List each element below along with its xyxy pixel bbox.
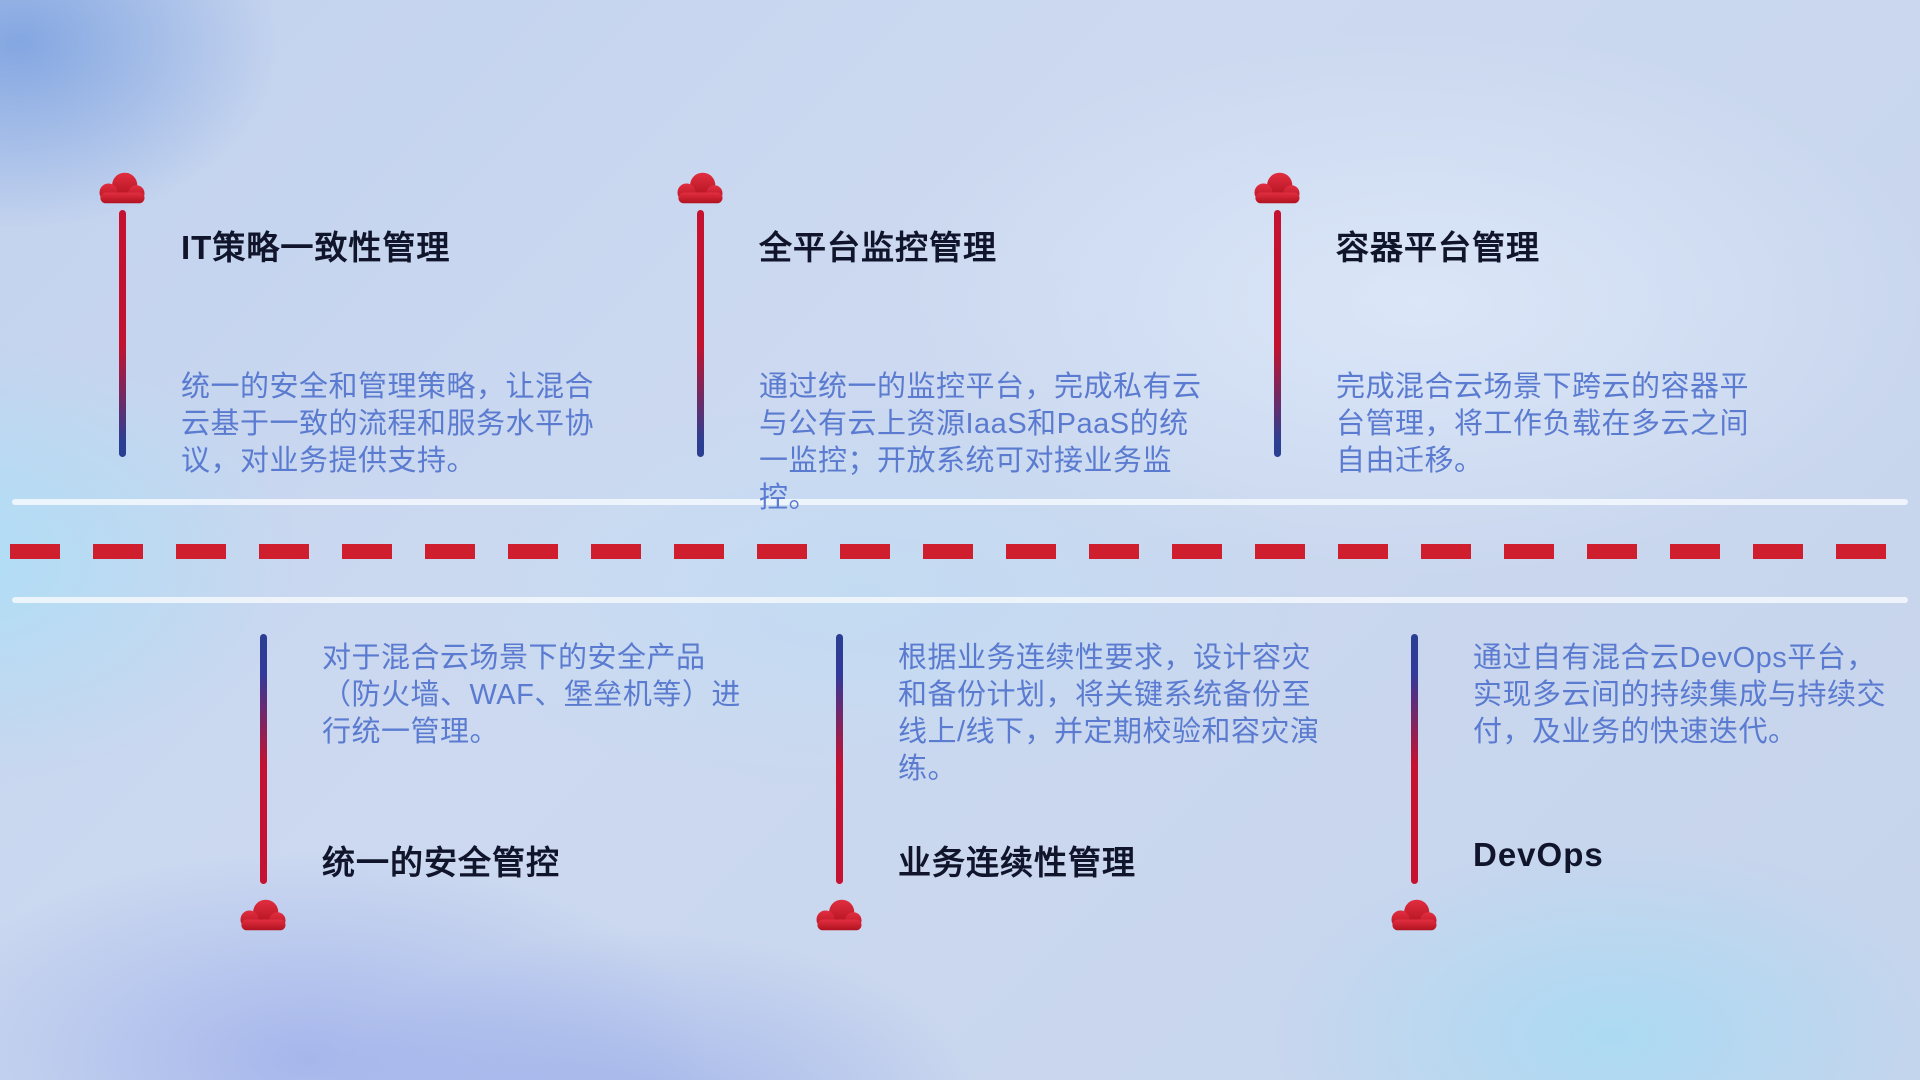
timeline-item-container-platform: 容器平台管理 完成混合云场景下跨云的容器平台管理，将工作负载在多云之间自由迁移。 bbox=[1250, 169, 1766, 480]
timeline-connector-line bbox=[696, 210, 704, 457]
item-content: 根据业务连续性要求，设计容灾和备份计划，将关键系统备份至线上/线下，并定期校验和… bbox=[898, 634, 1333, 934]
item-content: 对于混合云场景下的安全产品（防火墙、WAF、堡垒机等）进行统一管理。 统一的安全… bbox=[322, 634, 767, 934]
timeline-item-it-policy: IT策略一致性管理 统一的安全和管理策略，让混合云基于一致的流程和服务水平协议，… bbox=[95, 169, 611, 480]
item-title: DevOps bbox=[1473, 836, 1604, 873]
item-content: 容器平台管理 完成混合云场景下跨云的容器平台管理，将工作负载在多云之间自由迁移。 bbox=[1336, 169, 1766, 480]
item-title: 业务连续性管理 bbox=[898, 844, 1136, 881]
item-content: 全平台监控管理 通过统一的监控平台，完成私有云与公有云上资源IaaS和PaaS的… bbox=[759, 169, 1224, 517]
item-description: 通过统一的监控平台，完成私有云与公有云上资源IaaS和PaaS的统一监控；开放系… bbox=[759, 371, 1202, 515]
item-title: 容器平台管理 bbox=[1336, 229, 1540, 266]
timeline-dashed-line bbox=[10, 544, 1910, 559]
timeline-connector-line bbox=[1410, 634, 1418, 884]
cloud-icon bbox=[677, 172, 723, 204]
timeline-marker bbox=[673, 169, 727, 517]
item-content: 通过自有混合云DevOps平台，实现多云间的持续集成与持续交付，及业务的快速迭代… bbox=[1473, 634, 1908, 934]
item-content: IT策略一致性管理 统一的安全和管理策略，让混合云基于一致的流程和服务水平协议，… bbox=[181, 169, 611, 480]
item-title: 统一的安全管控 bbox=[322, 844, 560, 881]
timeline-marker bbox=[1250, 169, 1304, 480]
cloud-icon bbox=[1391, 899, 1437, 931]
item-title: 全平台监控管理 bbox=[759, 229, 997, 266]
timeline-item-business-continuity: 根据业务连续性要求，设计容灾和备份计划，将关键系统备份至线上/线下，并定期校验和… bbox=[812, 634, 1333, 934]
timeline-item-monitoring: 全平台监控管理 通过统一的监控平台，完成私有云与公有云上资源IaaS和PaaS的… bbox=[673, 169, 1224, 517]
timeline-item-security-control: 对于混合云场景下的安全产品（防火墙、WAF、堡垒机等）进行统一管理。 统一的安全… bbox=[236, 634, 767, 934]
item-title: IT策略一致性管理 bbox=[181, 229, 451, 266]
item-description: 通过自有混合云DevOps平台，实现多云间的持续集成与持续交付，及业务的快速迭代… bbox=[1473, 642, 1887, 749]
timeline-solid-line-bottom bbox=[12, 597, 1908, 603]
timeline-connector-line bbox=[118, 210, 126, 457]
timeline-connector-line bbox=[1273, 210, 1281, 457]
cloud-icon bbox=[816, 899, 862, 931]
timeline-marker bbox=[95, 169, 149, 480]
timeline-marker bbox=[1387, 634, 1441, 934]
item-description: 根据业务连续性要求，设计容灾和备份计划，将关键系统备份至线上/线下，并定期校验和… bbox=[898, 642, 1320, 786]
cloud-icon bbox=[99, 172, 145, 204]
timeline-marker bbox=[812, 634, 866, 934]
timeline-marker bbox=[236, 634, 290, 934]
cloud-icon bbox=[1254, 172, 1300, 204]
timeline-connector-line bbox=[259, 634, 267, 884]
timeline-connector-line bbox=[835, 634, 843, 884]
timeline-item-devops: 通过自有混合云DevOps平台，实现多云间的持续集成与持续交付，及业务的快速迭代… bbox=[1387, 634, 1908, 934]
item-description: 统一的安全和管理策略，让混合云基于一致的流程和服务水平协议，对业务提供支持。 bbox=[181, 371, 595, 478]
cloud-icon bbox=[240, 899, 286, 931]
item-description: 对于混合云场景下的安全产品（防火墙、WAF、堡垒机等）进行统一管理。 bbox=[322, 642, 741, 749]
timeline-solid-line-top bbox=[12, 499, 1908, 505]
item-description: 完成混合云场景下跨云的容器平台管理，将工作负载在多云之间自由迁移。 bbox=[1336, 371, 1750, 478]
